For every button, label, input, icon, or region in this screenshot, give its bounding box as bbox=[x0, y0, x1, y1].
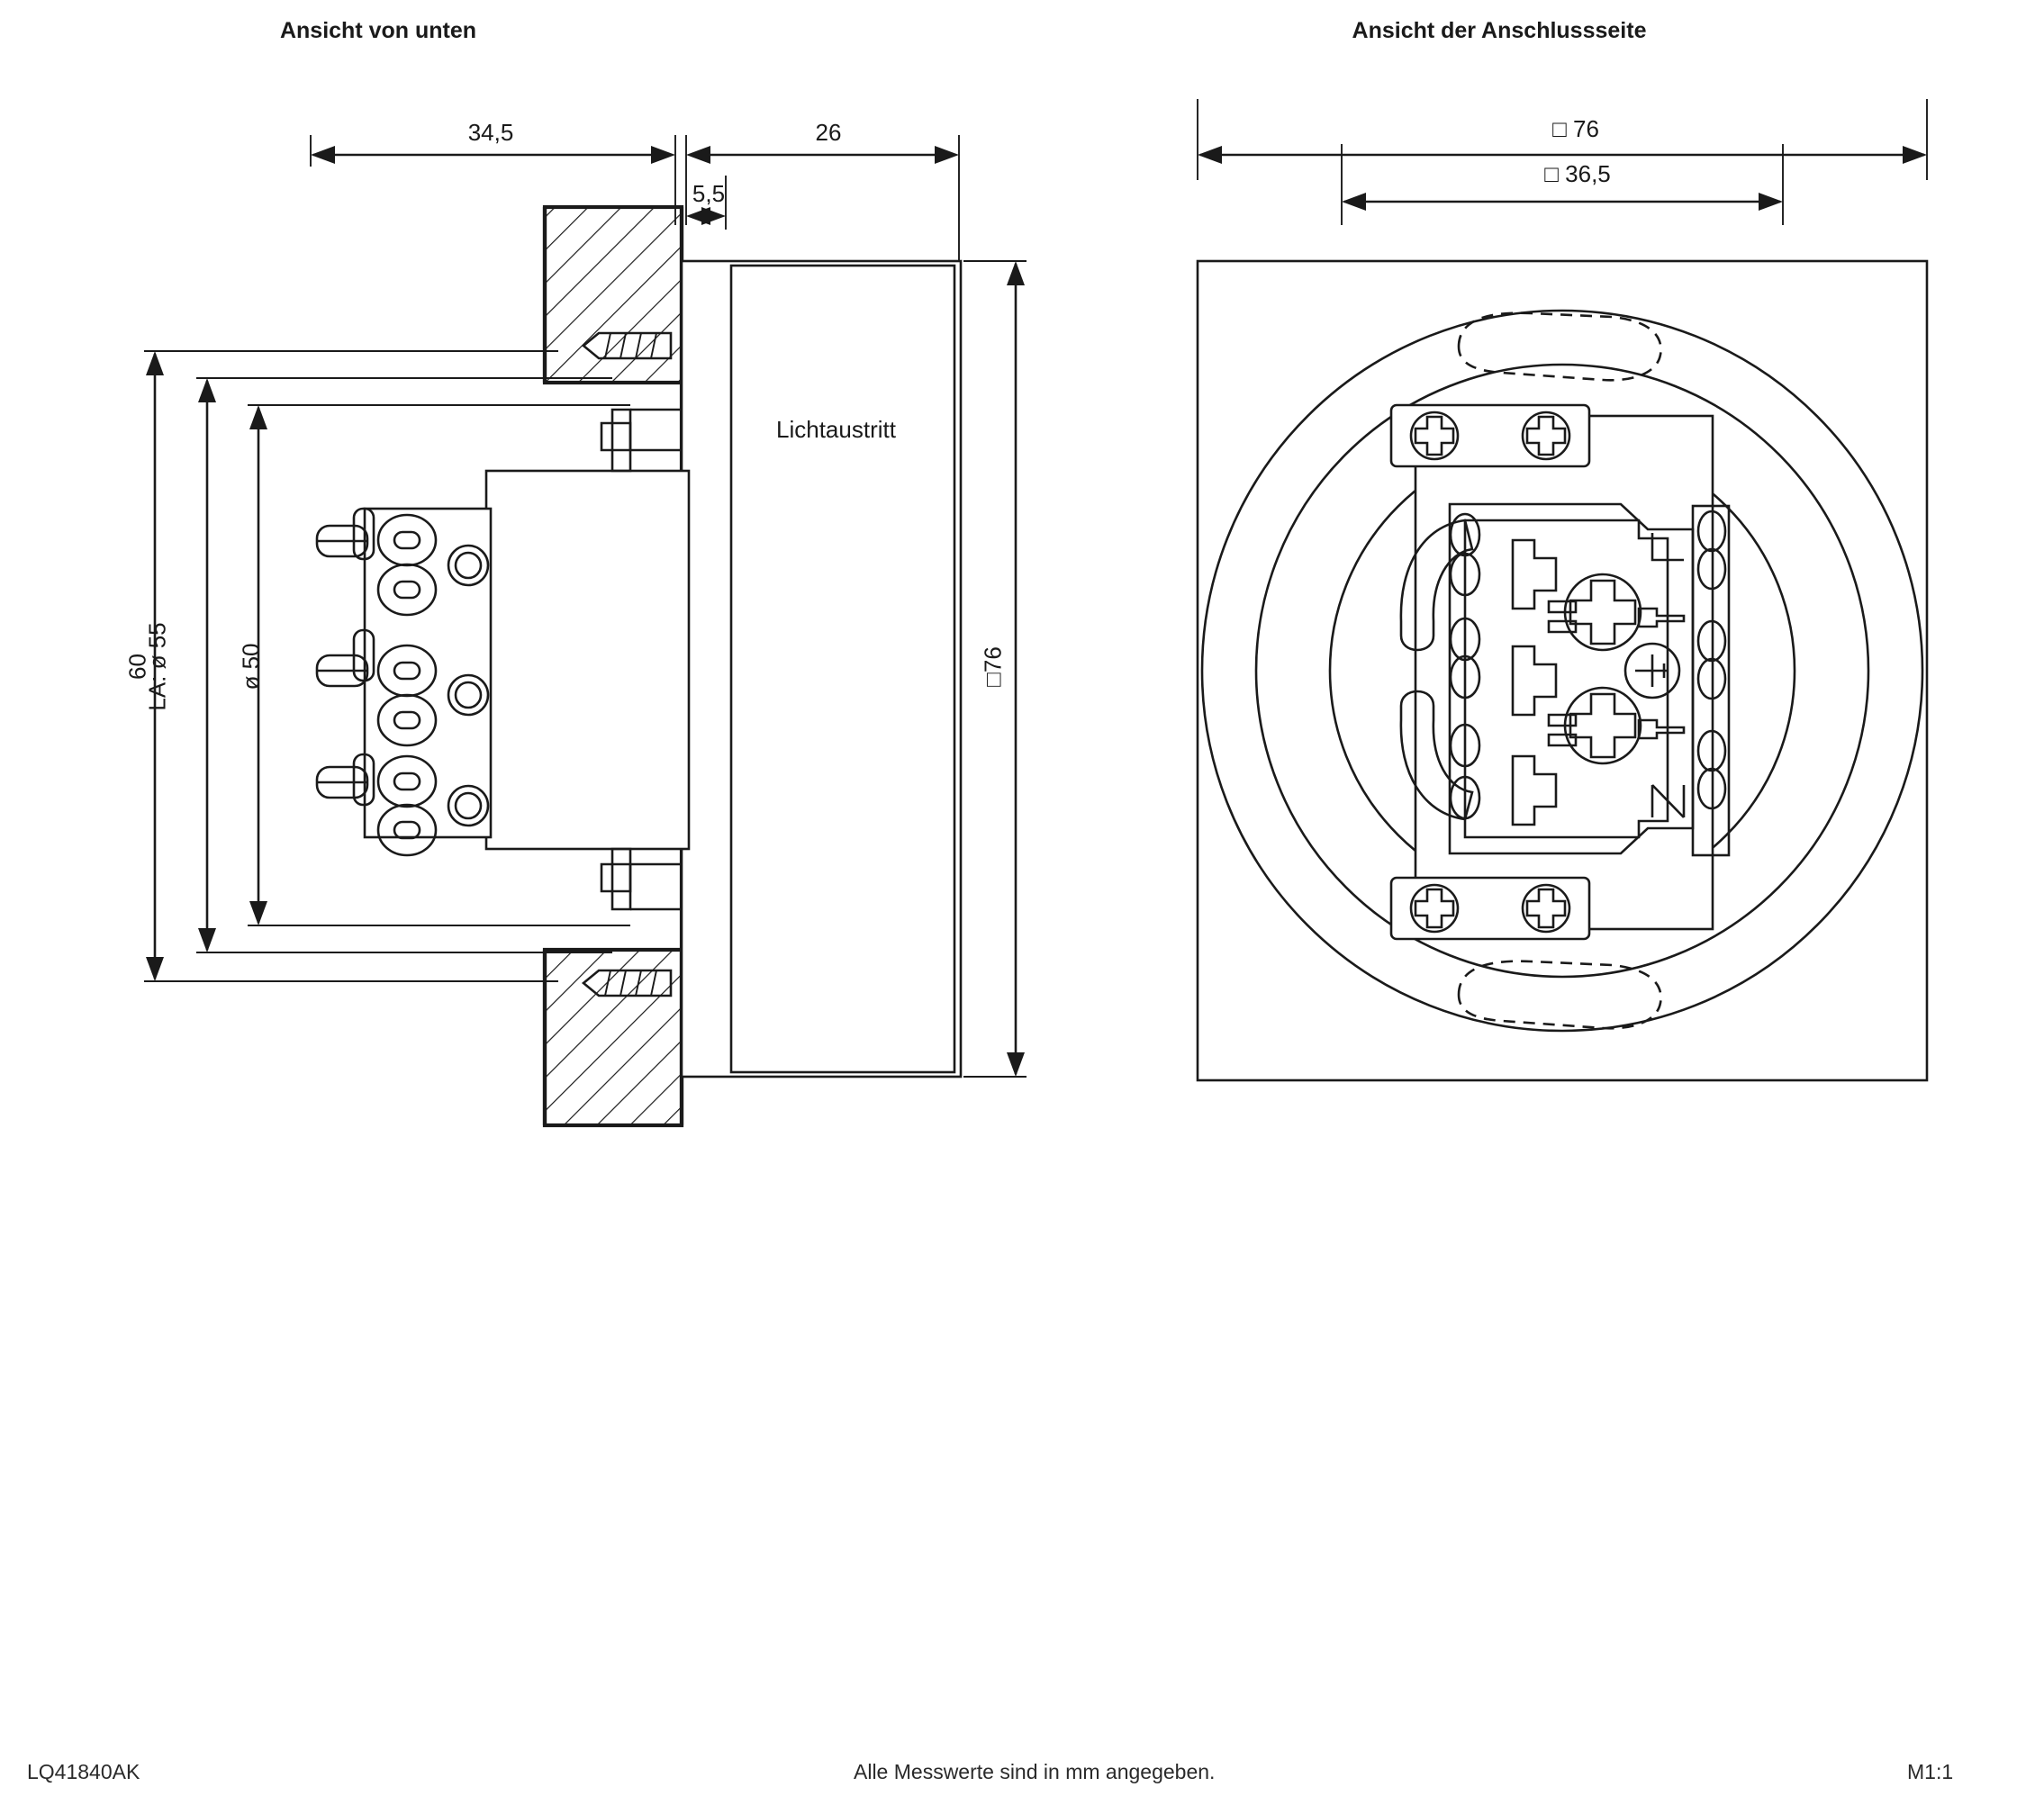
screw-bar-bottom bbox=[1389, 876, 1591, 941]
dim-front-square-left-view: □76 bbox=[979, 646, 1007, 687]
dim-body-diameter: ø 50 bbox=[237, 643, 265, 690]
dim-terminal-square: □ 36,5 bbox=[1544, 160, 1611, 187]
screwdriver-slot-neutral bbox=[1637, 718, 1686, 740]
screw-clamp-neutral bbox=[1547, 713, 1578, 747]
luminaire-body bbox=[484, 408, 691, 911]
dim-cutout-diameter: LA: ø 55 bbox=[143, 622, 171, 711]
connection-side-view-title: Ansicht der Anschlussseite bbox=[1352, 18, 1647, 43]
left-contact-pads bbox=[1449, 512, 1481, 820]
marking-N bbox=[1651, 784, 1686, 818]
wire-loops bbox=[1399, 519, 1474, 821]
drawing-code: LQ41840AK bbox=[27, 1760, 140, 1783]
dim-depth-recess: 34,5 bbox=[467, 119, 514, 146]
ceiling-section-upper bbox=[542, 204, 684, 385]
connection-side-drawing bbox=[1063, 0, 2044, 1170]
dim-plate-square: □ 76 bbox=[1552, 115, 1599, 142]
screwdriver-slot-live bbox=[1637, 607, 1686, 628]
terminal-block bbox=[315, 507, 493, 857]
units-note: Alle Messwerte sind in mm angegeben. bbox=[854, 1760, 1216, 1783]
bottom-view-drawing bbox=[0, 0, 1063, 1170]
spring-clip-top bbox=[1457, 311, 1662, 382]
light-exit-label: Lichtaustritt bbox=[776, 416, 896, 443]
screw-bar-top bbox=[1389, 403, 1591, 468]
spring-clip-bottom bbox=[1457, 960, 1662, 1030]
earth-symbol bbox=[1623, 642, 1681, 699]
dim-ceiling-thickness: 5,5 bbox=[692, 180, 726, 207]
screw-clamp-live bbox=[1547, 600, 1578, 634]
bottom-view-title: Ansicht von unten bbox=[279, 18, 477, 43]
contact-pads bbox=[1691, 504, 1731, 857]
marking-L bbox=[1651, 533, 1684, 562]
drawing-scale: M1:1 bbox=[1907, 1760, 1954, 1783]
terminal-tabs bbox=[1511, 538, 1558, 826]
light-exit-housing bbox=[680, 259, 963, 1078]
dim-depth-housing: 26 bbox=[815, 119, 842, 146]
ceiling-section-lower bbox=[542, 947, 684, 1128]
